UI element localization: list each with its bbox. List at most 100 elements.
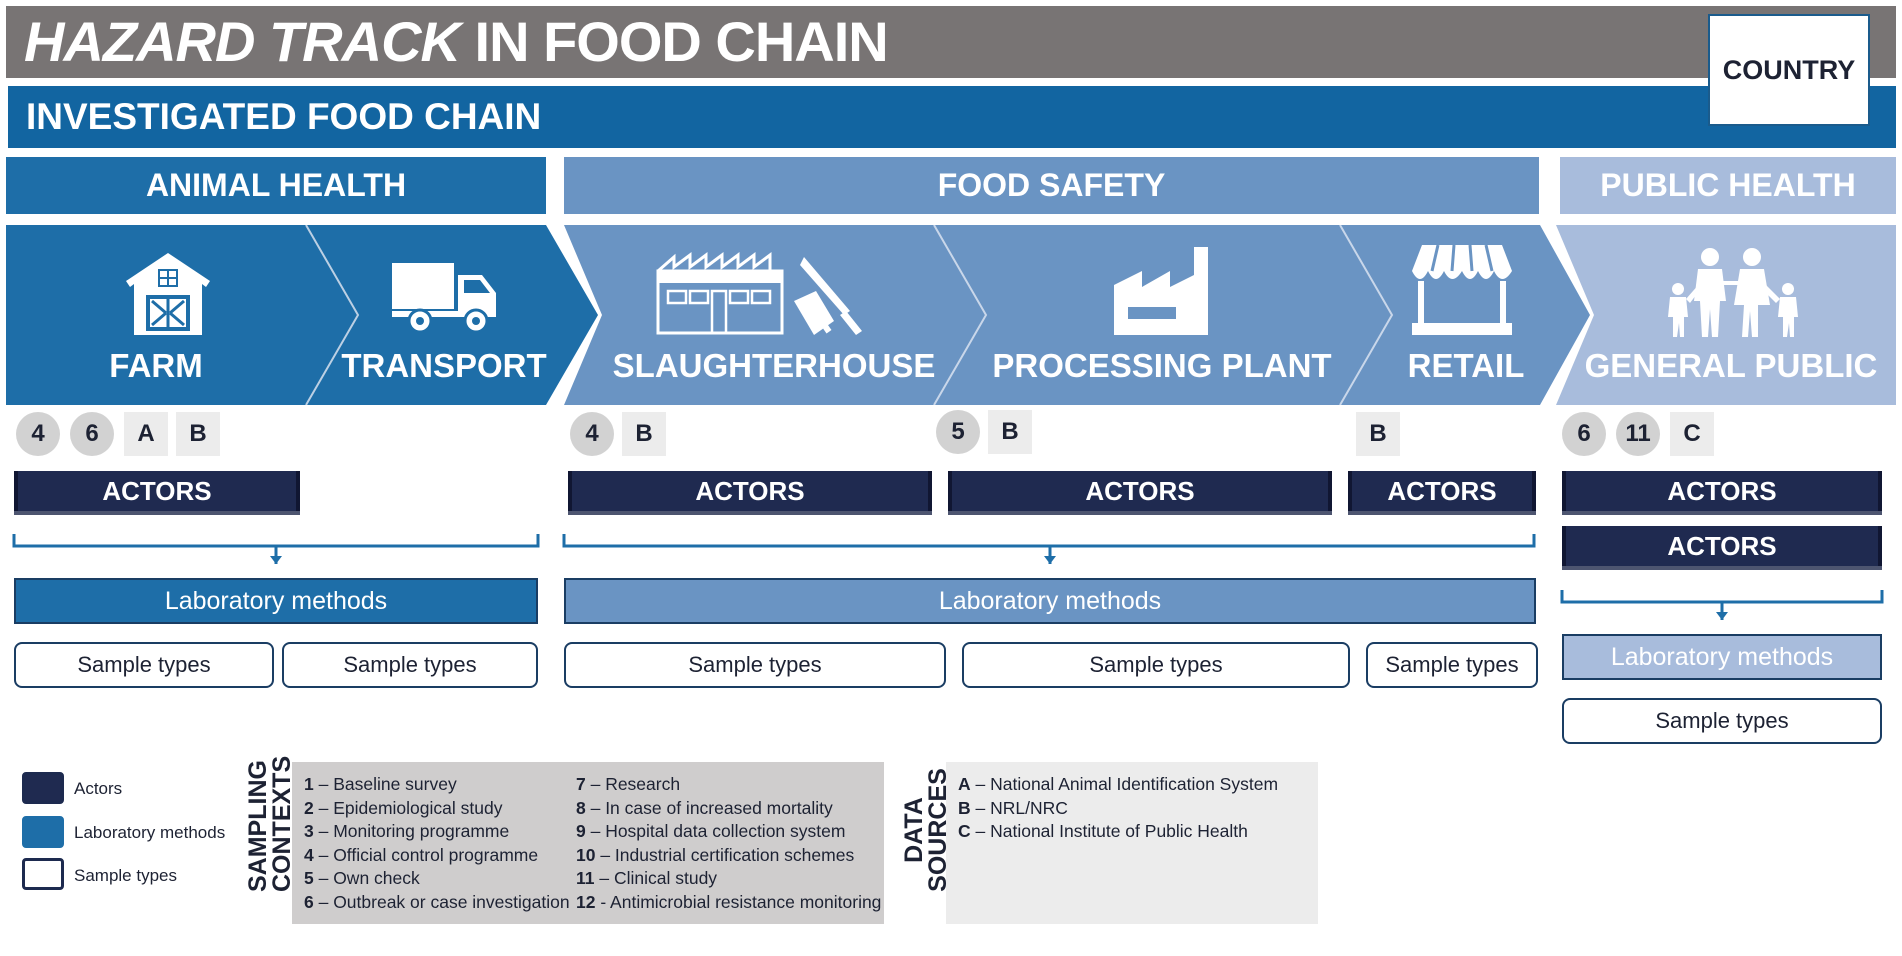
sampling-context-number: 11 [576,868,595,889]
sampling-context-text: – Own check [313,868,420,889]
sampling-context-item: 11 – Clinical study [576,868,717,889]
stage-label-general-public: GENERAL PUBLIC [1584,347,1878,384]
category-food-safety: FOOD SAFETY [564,157,1539,214]
data-source-text: – NRL/NRC [970,797,1068,818]
sampling-context-number: 8 [576,797,586,818]
lab-methods-animal: Laboratory methods [14,578,538,624]
sampling-context-number: 9 [576,821,586,842]
context-badge: 4 [570,412,614,456]
investigated-food-chain-bar: INVESTIGATED FOOD CHAIN [8,86,1896,148]
sampling-context-item: 12 - Antimicrobial resistance monitoring [576,892,881,913]
source-badge: B [1356,412,1400,456]
legend-label-lab: Laboratory methods [74,823,226,842]
sampling-context-text: – In case of increased mortality [585,797,833,818]
actors-banner-public-1: ACTORS [1562,471,1882,511]
sampling-context-item: 1 – Baseline survey [304,774,457,795]
sampling-context-item: 9 – Hospital data collection system [576,821,845,842]
legend-swatch-actors [22,772,64,804]
sampling-contexts-panel [292,762,884,924]
legend-label-actors: Actors [74,779,123,798]
bracket-arrow [1716,612,1728,620]
bracket-arrow [270,556,282,564]
sampling-contexts-heading: SAMPLING CONTEXTS [244,755,296,892]
data-source-key: C [958,821,971,842]
stage-bg-food [564,225,1590,405]
sampling-context-number: 2 [304,797,314,818]
stage-label-slaughterhouse: SLAUGHTERHOUSE [612,347,936,384]
store-icon [1412,244,1512,335]
legend-swatch-sample [22,858,64,890]
sampling-context-item: 7 – Research [576,774,680,795]
factory-icon [1114,247,1208,335]
sample-types-slaughterhouse: Sample types [564,642,946,688]
sampling-context-text: – Monitoring programme [313,821,510,842]
country-box: COUNTRY [1708,14,1870,126]
data-source-item: A – National Animal Identification Syste… [958,774,1278,795]
data-sources-panel [946,762,1318,924]
sampling-context-number: 1 [304,774,314,794]
family-icon [1668,248,1798,337]
data-source-item: C – National Institute of Public Health [958,821,1248,842]
context-badge: 6 [70,412,114,456]
data-source-item: B – NRL/NRC [958,798,1068,819]
sample-types-processing: Sample types [962,642,1350,688]
title-italic: HAZARD TRACK [24,10,461,73]
actors-banner-slaughterhouse: ACTORS [568,471,932,511]
stage-label-processing-plant: PROCESSING PLANT [992,347,1332,384]
sampling-context-item: 2 – Epidemiological study [304,798,502,819]
sampling-context-item: 4 – Official control programme [304,845,538,866]
data-sources-heading: DATA SOURCES [900,768,952,892]
context-badge: 11 [1616,412,1660,456]
source-badge: B [622,412,666,456]
stage-bg-public [1556,225,1896,405]
data-source-text: – National Institute of Public Health [970,821,1248,842]
sampling-context-text: – Epidemiological study [313,797,503,818]
actors-banner-retail: ACTORS [1348,471,1536,511]
actors-banner-farm: ACTORS [14,471,300,511]
data-source-key: B [958,797,971,818]
bracket-connectors [12,534,1884,620]
sampling-context-item: 5 – Own check [304,868,420,889]
sampling-heading-line2: CONTEXTS [268,755,296,892]
category-animal-health: ANIMAL HEALTH [6,157,546,214]
sampling-context-number: 12 [576,892,596,912]
page-title: HAZARD TRACK IN FOOD CHAIN [6,6,1896,78]
sampling-heading-line1: SAMPLING [244,760,272,892]
sources-heading-line1: DATA [900,797,928,863]
sampling-context-text: – Industrial certification schemes [595,844,855,865]
sampling-context-text: – Official control programme [313,844,539,865]
divider-processing-retail [1339,225,1394,405]
sources-heading-line2: SOURCES [924,768,952,892]
sampling-context-number: 3 [304,821,314,842]
context-badge: 4 [16,412,60,456]
source-badge: B [176,412,220,456]
context-badge: 6 [1562,412,1606,456]
sampling-context-item: 10 – Industrial certification schemes [576,845,854,866]
slaughterhouse-icon [656,252,862,335]
sampling-context-text: – Baseline survey [313,774,457,794]
data-source-key: A [958,774,971,794]
sampling-context-number: 6 [304,892,314,912]
sampling-context-item: 6 – Outbreak or case investigation [304,892,570,913]
divider-slaughter-processing [933,225,988,405]
lab-methods-public: Laboratory methods [1562,634,1882,680]
sample-types-farm: Sample types [14,642,274,688]
actors-banner-processing: ACTORS [948,471,1332,511]
sampling-context-text: – Outbreak or case investigation [313,892,570,912]
sample-types-transport: Sample types [282,642,538,688]
title-rest: IN FOOD CHAIN [459,10,889,73]
sample-types-public: Sample types [1562,698,1882,744]
context-badge: 5 [936,410,980,454]
sampling-context-number: 4 [304,844,314,865]
sampling-context-number: 5 [304,868,314,889]
source-badge: B [988,410,1032,454]
truck-icon [392,263,496,333]
legend-swatch-lab [22,816,64,848]
barn-icon [126,253,210,335]
sampling-context-text: – Research [585,774,681,794]
source-badge: C [1670,412,1714,456]
data-source-text: – National Animal Identification System [970,774,1279,794]
sample-types-retail: Sample types [1366,642,1538,688]
stage-label-transport: TRANSPORT [341,347,547,384]
sampling-context-text: - Antimicrobial resistance monitoring [595,892,882,912]
